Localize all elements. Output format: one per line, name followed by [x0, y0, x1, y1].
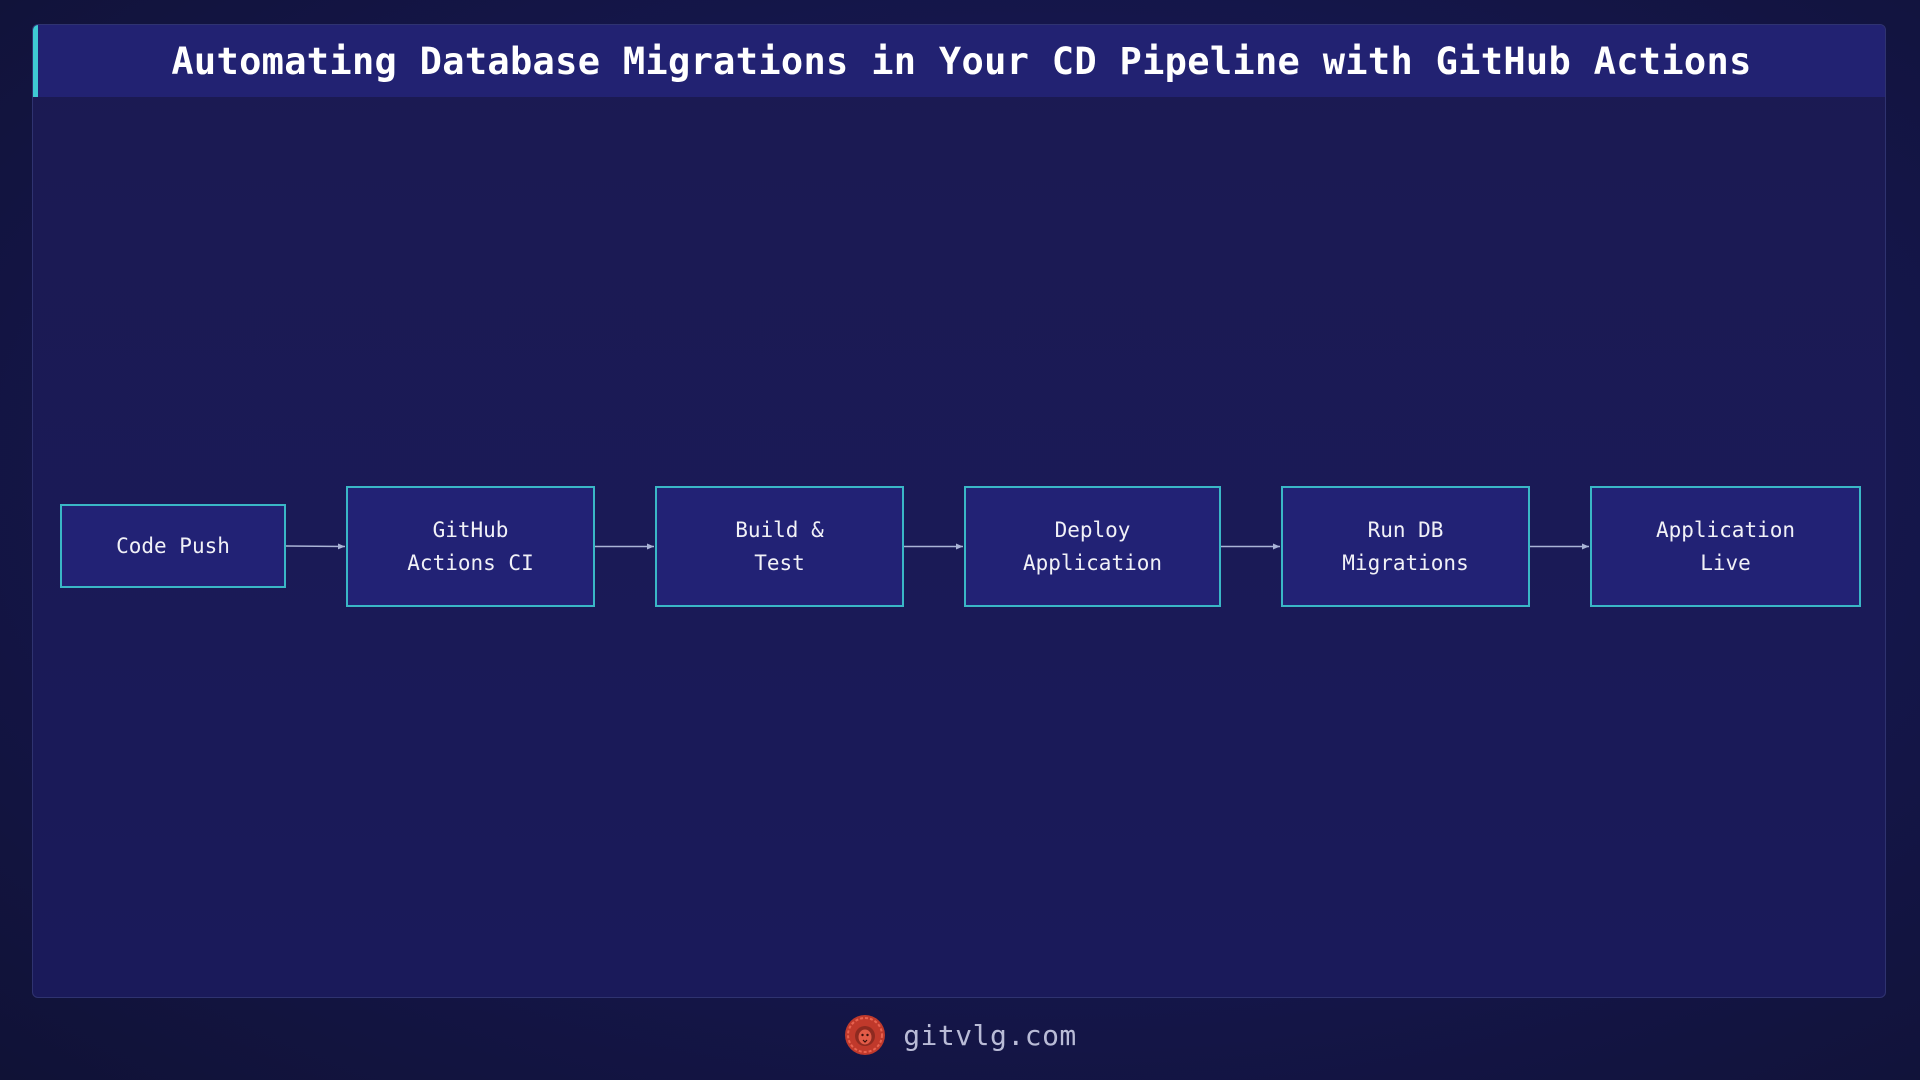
footer: gitvlg.com: [0, 1010, 1920, 1060]
diagram-panel: Automating Database Migrations in Your C…: [32, 24, 1886, 998]
lion-icon: [845, 1015, 886, 1055]
title-bar: Automating Database Migrations in Your C…: [33, 25, 1885, 97]
page-title: Automating Database Migrations in Your C…: [171, 39, 1752, 83]
site-name: gitvlg.com: [903, 1018, 1077, 1052]
